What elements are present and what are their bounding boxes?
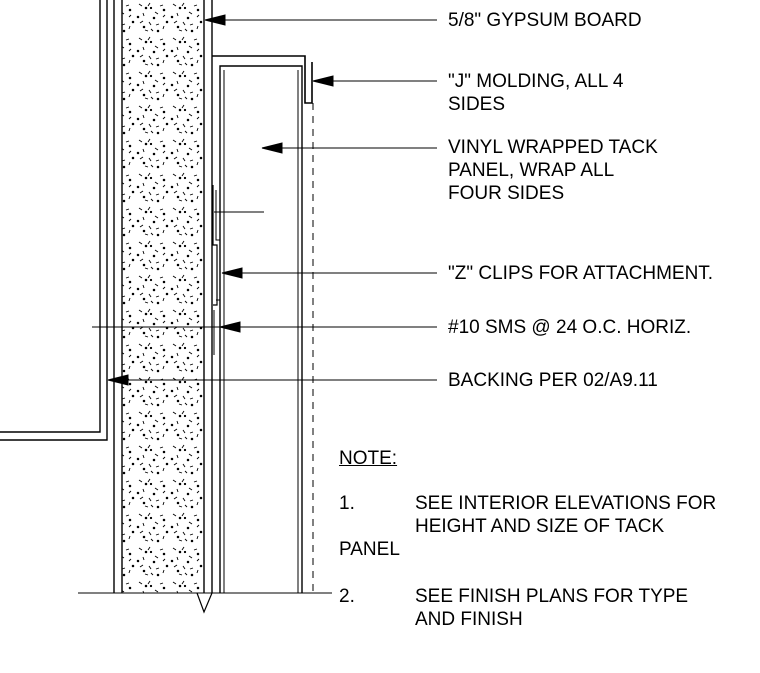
note-heading: NOTE: bbox=[339, 448, 398, 469]
break-line-tip bbox=[196, 592, 213, 614]
label-gypsum-board: 5/8" GYPSUM BOARD bbox=[448, 10, 642, 31]
arrow-backing bbox=[107, 374, 129, 386]
arrow-gypsum bbox=[204, 14, 226, 26]
concrete-wall-hatch bbox=[122, 0, 204, 593]
arrow-tack-panel bbox=[261, 142, 283, 154]
arrow-sms bbox=[219, 321, 241, 333]
label-tack-panel-line1: VINYL WRAPPED TACK bbox=[448, 137, 658, 158]
z-clip bbox=[212, 185, 218, 306]
note-1-line2: HEIGHT AND SIZE OF TACK bbox=[415, 516, 665, 537]
note-2-number: 2. bbox=[339, 586, 355, 607]
backing-stud-inner bbox=[0, 0, 101, 433]
note-2-line2: AND FINISH bbox=[415, 609, 523, 630]
j-molding bbox=[212, 55, 313, 104]
arrow-z-clips bbox=[221, 267, 243, 279]
label-z-clips: "Z" CLIPS FOR ATTACHMENT. bbox=[448, 263, 714, 284]
label-tack-panel-line3: FOUR SIDES bbox=[448, 183, 565, 204]
z-clip-inner bbox=[215, 190, 221, 301]
label-j-molding-line2: SIDES bbox=[448, 94, 506, 115]
note-1-line1: SEE INTERIOR ELEVATIONS FOR bbox=[415, 493, 717, 514]
label-sms: #10 SMS @ 24 O.C. HORIZ. bbox=[448, 317, 692, 338]
tack-panel bbox=[219, 65, 303, 593]
backing-stud-outer bbox=[0, 0, 108, 441]
note-2-line1: SEE FINISH PLANS FOR TYPE bbox=[415, 586, 689, 607]
label-backing: BACKING PER 02/A9.11 bbox=[448, 370, 658, 391]
arrow-j-molding bbox=[312, 75, 334, 87]
note-1-line3: PANEL bbox=[339, 539, 400, 560]
note-1-number: 1. bbox=[339, 493, 355, 514]
label-tack-panel-line2: PANEL, WRAP ALL bbox=[448, 160, 615, 181]
label-j-molding-line1: "J" MOLDING, ALL 4 bbox=[448, 71, 624, 92]
